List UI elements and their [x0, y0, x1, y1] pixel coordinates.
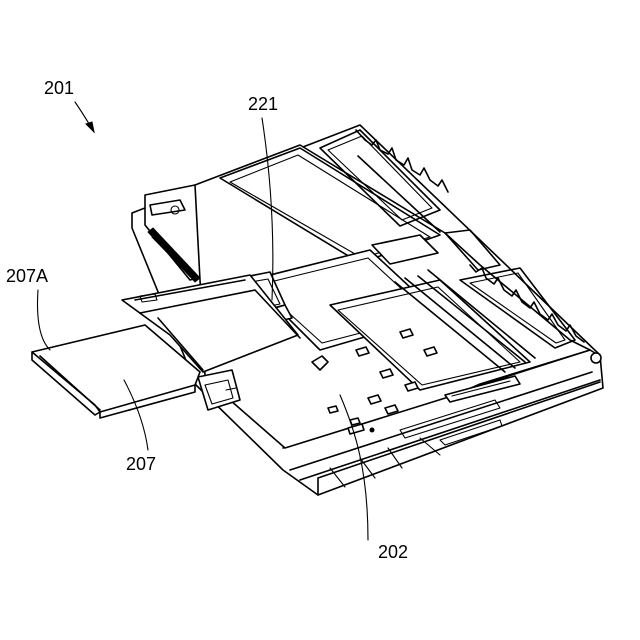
label-201: 201: [44, 78, 74, 98]
label-202: 202: [378, 542, 408, 562]
label-221: 221: [248, 94, 278, 114]
label-207a: 207A: [6, 266, 48, 286]
label-207: 207: [126, 454, 156, 474]
